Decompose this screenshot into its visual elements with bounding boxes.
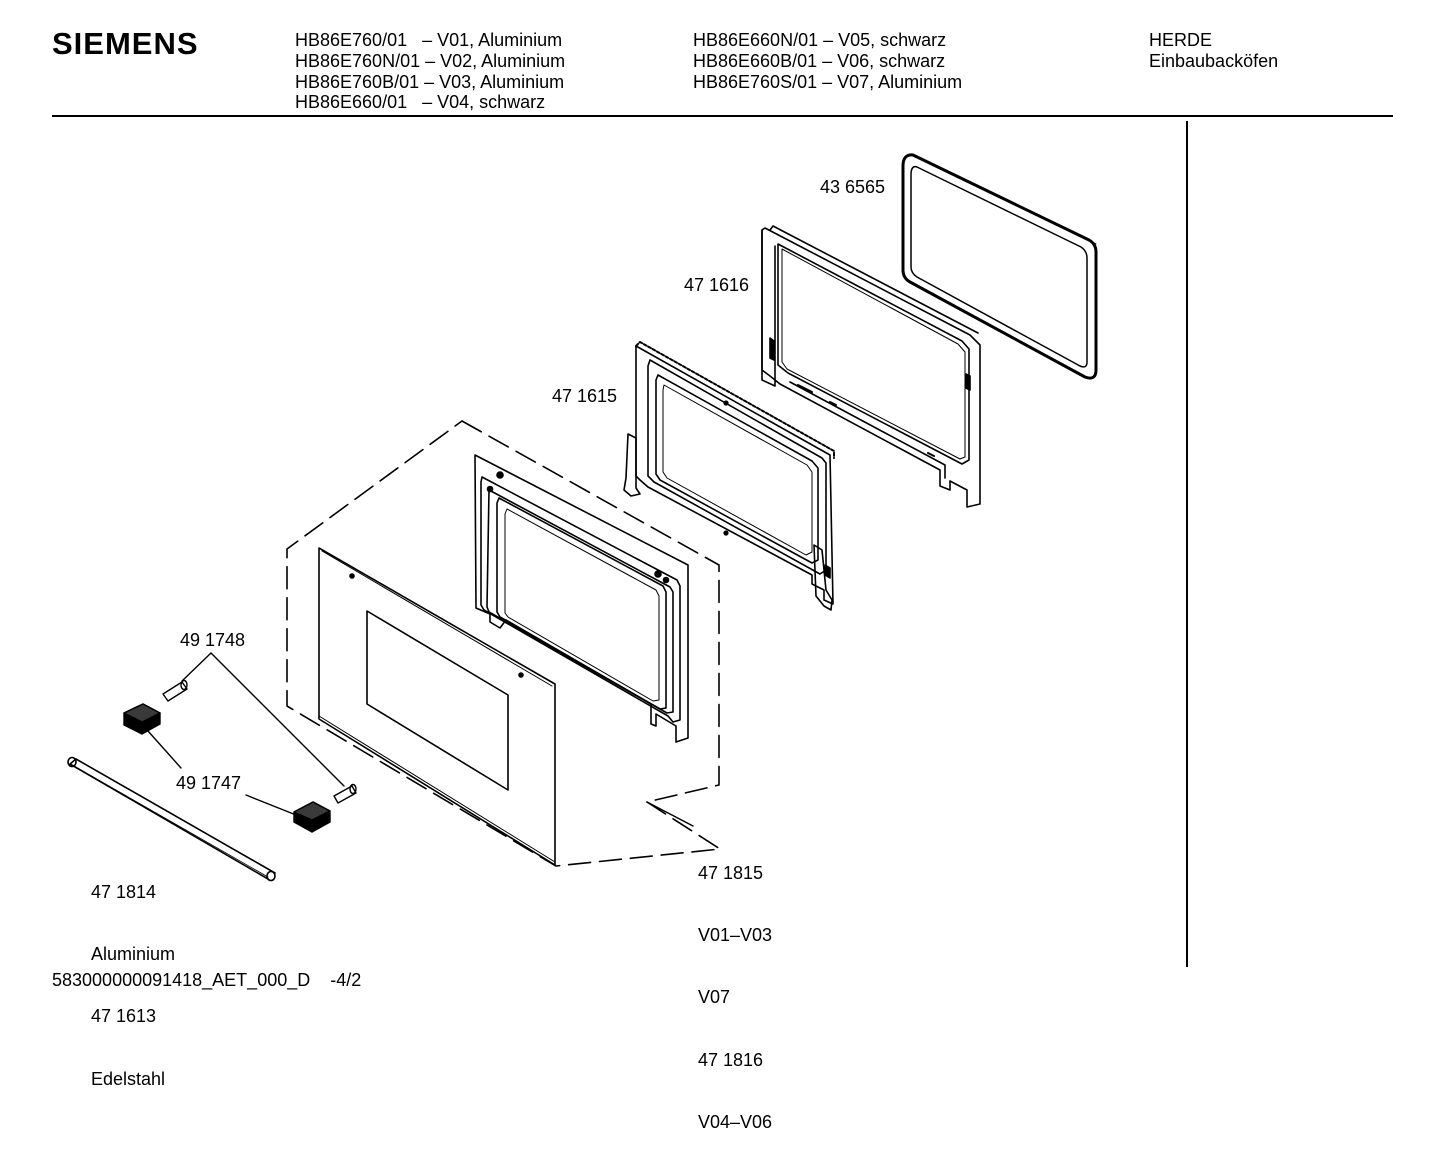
label-line: V01–V03 — [698, 924, 773, 945]
part-label-inner-frame-back: 47 1616 — [684, 275, 750, 295]
screw-part — [162, 679, 357, 804]
right-column-rule — [1186, 121, 1188, 967]
model-list-left: HB86E760/01 – V01, Aluminium HB86E760N/0… — [295, 30, 565, 113]
model-line: HB86E760S/01 – V07, Aluminium — [693, 71, 963, 92]
label-line: V07 — [698, 987, 731, 1008]
front-glass-panel — [318, 547, 556, 866]
model-list-right: HB86E660N/01 – V05, schwarz HB86E660B/01… — [693, 30, 962, 92]
label-line: 47 1814 — [91, 881, 157, 902]
model-line: HB86E660/01 – V04, schwarz — [295, 92, 546, 113]
header-rule — [52, 115, 1393, 117]
part-label-cap: 49 1747 — [176, 773, 242, 793]
part-label-door-assembly: 47 1815 V01–V03 V07 47 1816 V04–V06 — [698, 821, 772, 1154]
model-line: HB86E760B/01 – V03, Aluminium — [295, 71, 565, 92]
model-line: HB86E660N/01 – V05, schwarz — [693, 30, 947, 50]
part-label-inner-frame-front: 47 1615 — [552, 386, 618, 406]
page-number: -4/2 — [330, 970, 362, 990]
exploded-door-diagram — [67, 153, 1098, 882]
footer: 583000000091418_AET_000_D -4/2 — [52, 970, 361, 991]
door-assembly-outline — [286, 420, 721, 867]
model-line: HB86E760N/01 – V02, Aluminium — [295, 50, 566, 71]
label-line: V04–V06 — [698, 1112, 773, 1133]
model-line: HB86E760/01 – V01, Aluminium — [295, 30, 563, 50]
inner-door-frame-back — [761, 225, 981, 508]
footer-spacer — [310, 970, 330, 990]
part-label-seal: 43 6565 — [820, 177, 886, 197]
part-label-screw: 49 1748 — [180, 630, 246, 650]
category: HERDE — [1149, 30, 1213, 50]
door-frame-part — [474, 454, 689, 743]
cap-part — [123, 703, 331, 833]
model-line: HB86E660B/01 – V06, schwarz — [693, 50, 946, 71]
label-line: 47 1815 — [698, 862, 764, 883]
document-id: 583000000091418_AET_000_D — [52, 970, 311, 990]
door-handle-part — [67, 756, 276, 882]
category-block: HERDE Einbaubacköfen — [1149, 30, 1278, 72]
label-line: 47 1816 — [698, 1049, 764, 1070]
inner-door-frame-front — [623, 341, 835, 611]
brand-logo: SIEMENS — [52, 26, 199, 61]
label-line: Edelstahl — [91, 1068, 166, 1089]
door-seal-part — [901, 153, 1098, 380]
label-line: Aluminium — [91, 943, 176, 964]
label-line: 47 1613 — [91, 1006, 157, 1027]
subcategory: Einbaubacköfen — [1149, 50, 1279, 71]
leader-lines — [147, 652, 694, 827]
